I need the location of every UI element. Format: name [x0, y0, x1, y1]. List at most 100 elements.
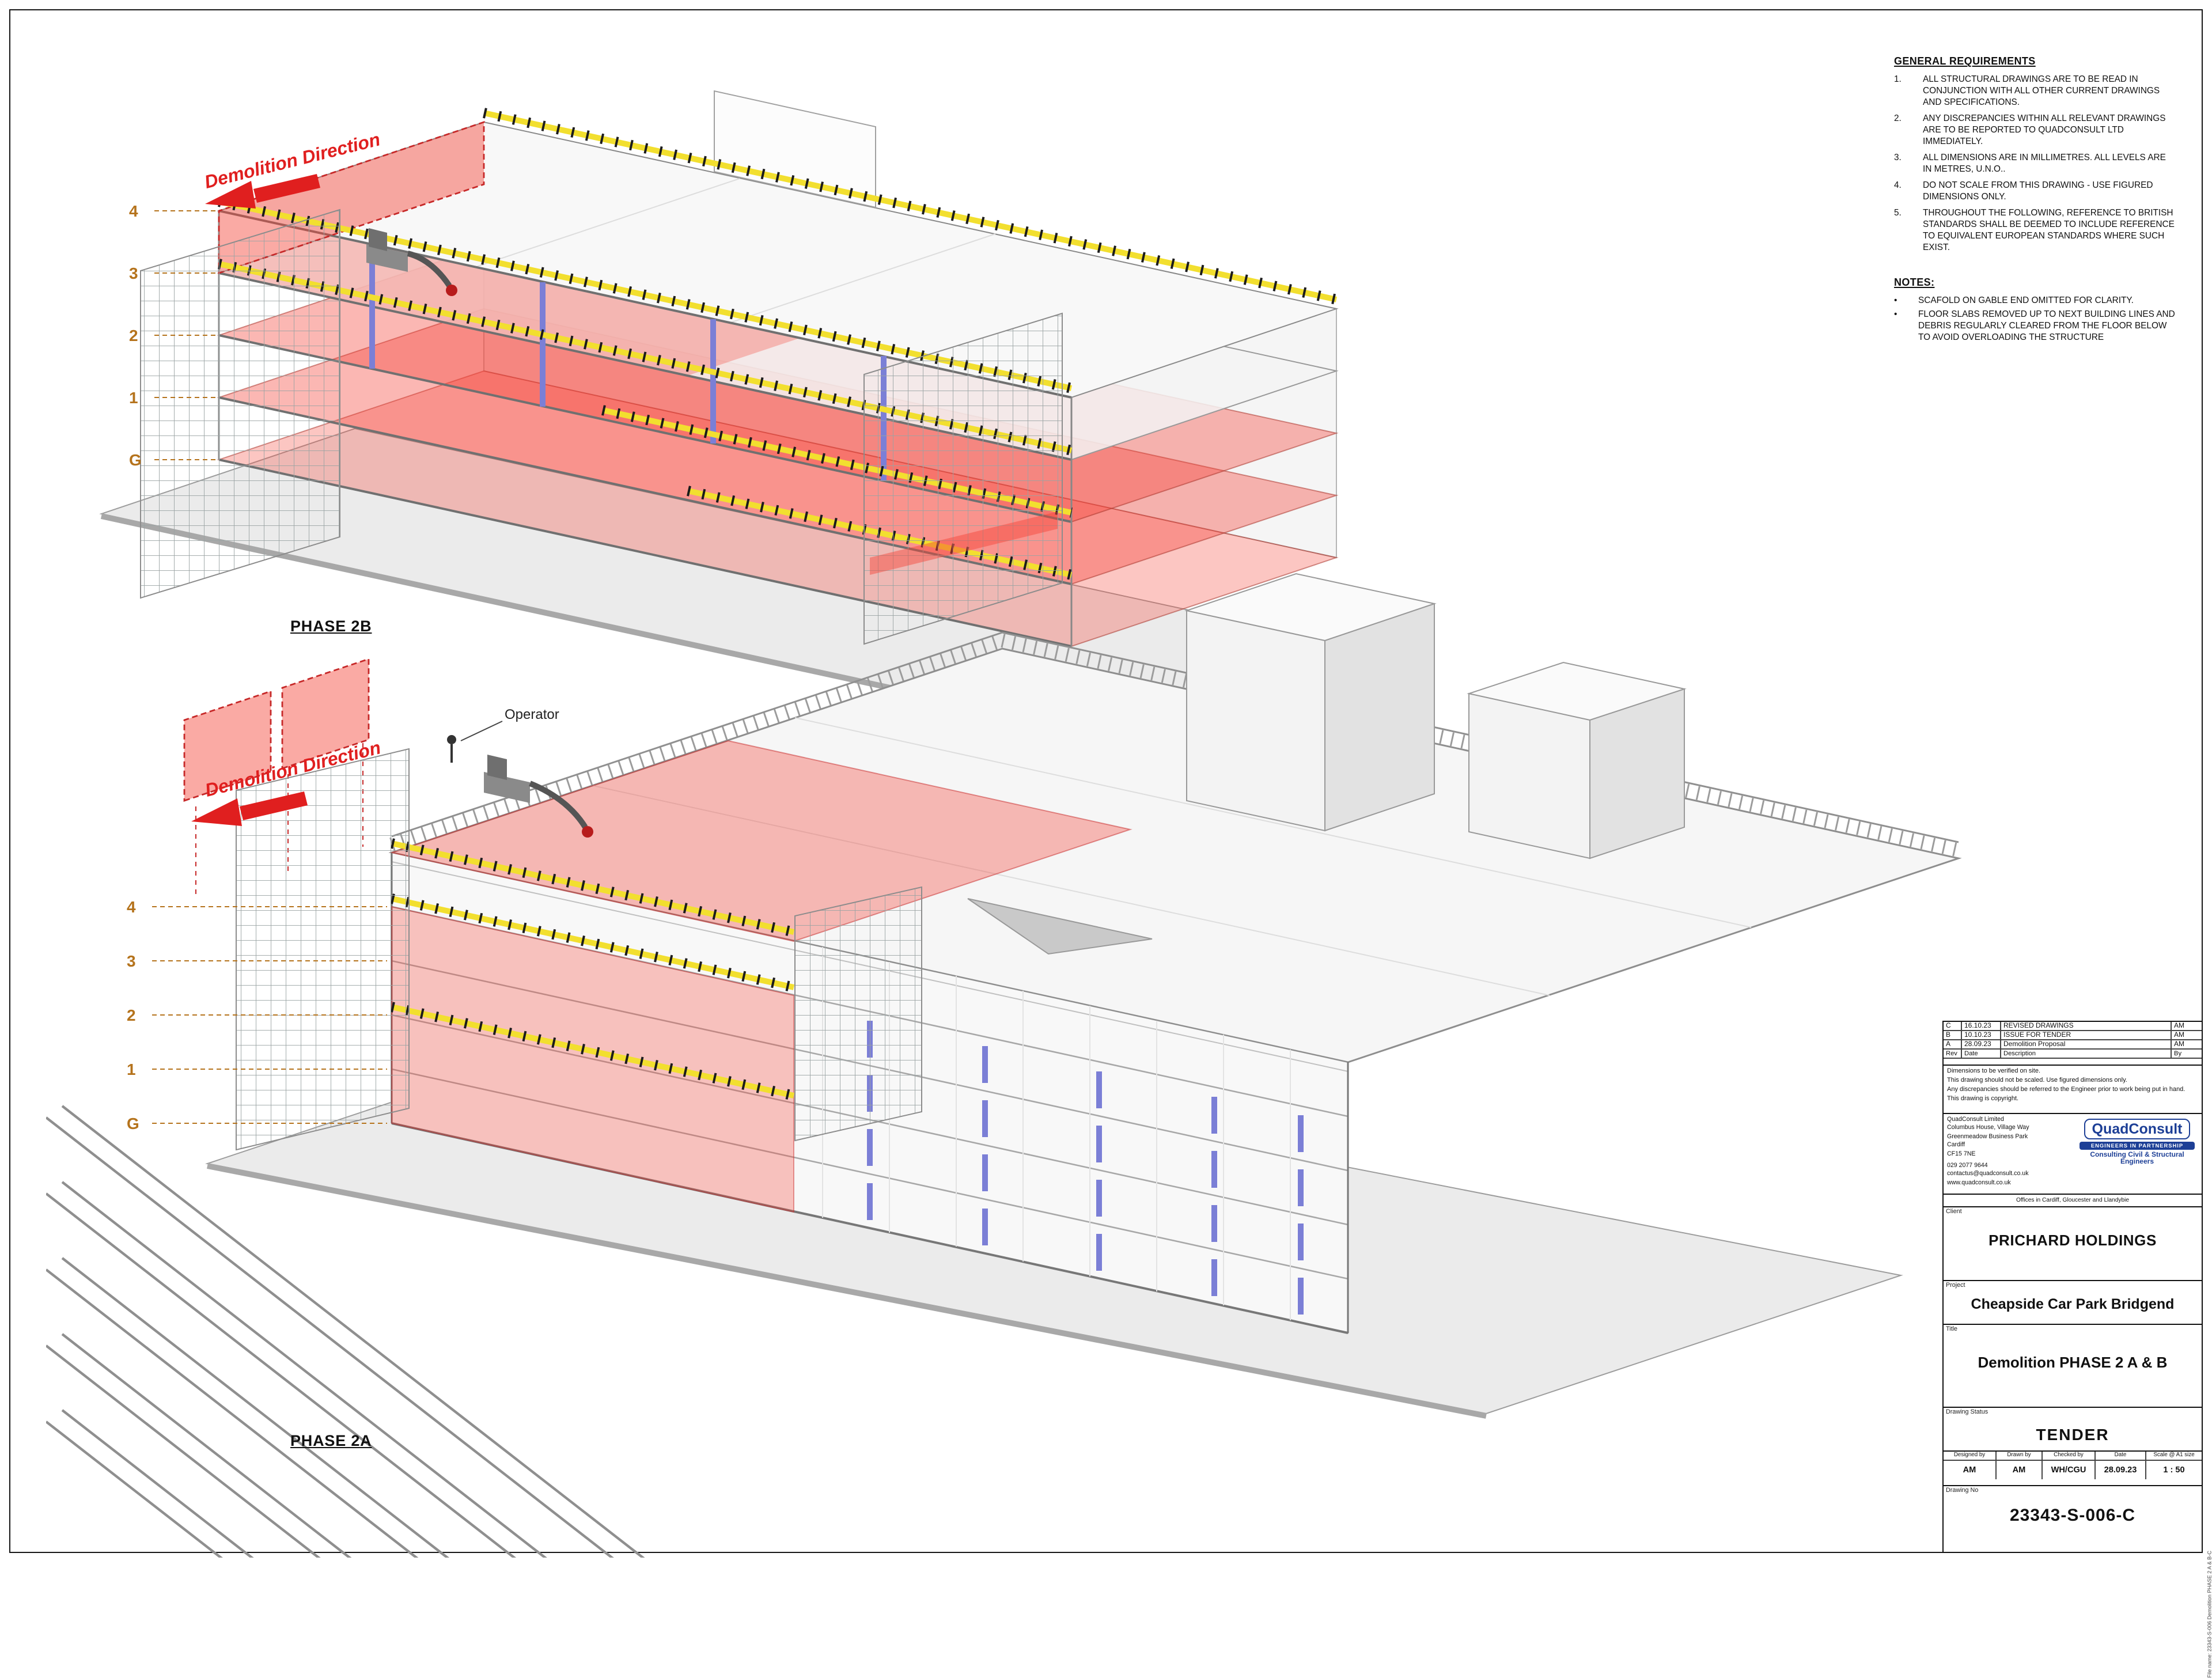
company-block: QuadConsult Limited Columbus House, Vill… — [1944, 1114, 2202, 1195]
phase-2a-view: Operator Demolition Direction 4 3 2 1 G — [46, 573, 1962, 1558]
meta-value: AM — [1997, 1461, 2043, 1479]
demolition-arrowhead — [205, 181, 256, 209]
level-markers-2b: 4 3 2 1 G — [129, 202, 215, 469]
drawing-number: 23343-S-006-C — [2009, 1506, 2136, 1525]
car-park-deck — [388, 647, 1962, 1063]
operator-annotation: Operator — [447, 707, 559, 763]
drawing-no-section: Drawing No 23343-S-006-C — [1944, 1486, 2202, 1552]
meta-section: Designed by Drawn by Checked by Date Sca… — [1944, 1452, 2202, 1486]
level-label: 4 — [129, 202, 138, 220]
company-address: QuadConsult Limited Columbus House, Vill… — [1944, 1114, 2073, 1194]
email-line: contactus@quadconsult.co.uk — [1947, 1171, 2029, 1178]
file-name-edge-note: File name: 23343-S-006 Demolition PHASE … — [2206, 1551, 2212, 1678]
level-label: 2 — [129, 327, 138, 344]
address-line: Cardiff — [1947, 1142, 1965, 1149]
rev-cell: Demolition Proposal — [2001, 1040, 2172, 1050]
offices-line: Offices in Cardiff, Gloucester and Lland… — [1944, 1195, 2202, 1207]
address-line: CF15 7NE — [1947, 1150, 1976, 1158]
meta-header: Drawn by — [1997, 1452, 2043, 1461]
rev-header-cell: Description — [2001, 1050, 2172, 1059]
phone-line: 029 2077 9644 — [1947, 1162, 1988, 1170]
meta-value: 1 : 50 — [2163, 1464, 2185, 1475]
quadconsult-logo: QuadConsult — [2084, 1119, 2191, 1139]
rev-cell: 28.09.23 — [1962, 1040, 2001, 1050]
revision-table: C 16.10.23 REVISED DRAWINGS AM B 10.10.2… — [1944, 1022, 2202, 1066]
scaffold-2b — [140, 209, 1063, 645]
rev-cell: AM — [2172, 1031, 2202, 1040]
disclaimer-line: Dimensions to be verified on site. — [1947, 1068, 2041, 1075]
note-item: •SCAFOLD ON GABLE END OMITTED FOR CLARIT… — [1894, 295, 2134, 305]
note-item: •FLOOR SLABS REMOVED UP TO NEXT BUILDING… — [1894, 309, 2175, 343]
rev-cell: A — [1944, 1040, 1962, 1050]
operator-label: Operator — [505, 707, 559, 722]
level-label: 1 — [129, 389, 138, 407]
demolition-arrow — [253, 174, 320, 203]
meta-header: Scale @ A1 size — [2146, 1452, 2202, 1461]
meta-header: Checked by — [2043, 1452, 2096, 1461]
client-section: Client PRICHARD HOLDINGS — [1944, 1207, 2202, 1281]
general-requirements: GENERAL REQUIREMENTS 1.ALL STRUCTURAL DR… — [1894, 55, 2175, 257]
level-markers-2a: 4 3 2 1 G — [127, 898, 387, 1132]
scaffold-2a — [236, 748, 922, 1151]
phase-2b-view: Demolition Direction 4 3 2 1 G — [99, 90, 1373, 740]
phase-2a-label: PHASE 2A — [290, 1432, 372, 1449]
level-label: 2 — [127, 1006, 136, 1024]
meta-value: WH/CGU — [2043, 1461, 2096, 1479]
rev-header-cell: By — [2172, 1050, 2202, 1059]
rev-cell: 16.10.23 — [1962, 1022, 2001, 1031]
company-logo: QuadConsult ENGINEERS IN PARTNERSHIP Con… — [2073, 1114, 2202, 1194]
project-label: Project — [1946, 1282, 1965, 1289]
logo-tagline: Consulting Civil & Structural Engineers — [2090, 1152, 2184, 1166]
title-section: Title Demolition PHASE 2 A & B — [1944, 1325, 2202, 1408]
meta-header: Designed by — [1944, 1452, 1997, 1461]
notes-title: NOTES: — [1894, 276, 1935, 288]
phase-2b-label: PHASE 2B — [290, 618, 372, 635]
rev-header-cell: Date — [1962, 1050, 2001, 1059]
requirement-item: 2.ANY DISCREPANCIES WITHIN ALL RELEVANT … — [1894, 112, 2166, 147]
meta-value: AM — [1944, 1461, 1997, 1479]
excavator-2a — [484, 755, 593, 838]
demolition-arrowhead — [191, 798, 242, 826]
sheet-border — [9, 9, 2203, 1553]
meta-value: 28.09.23 — [2096, 1461, 2146, 1479]
drawing-sheet: Demolition Direction 4 3 2 1 G — [9, 9, 2212, 1678]
title-block: C 16.10.23 REVISED DRAWINGS AM B 10.10.2… — [1942, 1021, 2203, 1553]
requirement-item: 1.ALL STRUCTURAL DRAWINGS ARE TO BE READ… — [1894, 74, 2160, 108]
rev-cell: 10.10.23 — [1962, 1031, 2001, 1040]
demolition-zone-2a — [183, 658, 1132, 1213]
rev-cell: B — [1944, 1031, 1962, 1040]
columns-2a — [867, 1021, 1304, 1315]
level-label: 3 — [127, 952, 136, 970]
notes-block: NOTES: •SCAFOLD ON GABLE END OMITTED FOR… — [1894, 276, 2175, 346]
level-label: G — [127, 1115, 139, 1132]
stair-core-towers — [1184, 573, 1687, 859]
disclaimer-line: This drawing is copyright. — [1947, 1095, 2019, 1103]
rev-header-cell: Rev — [1944, 1050, 1962, 1059]
project-section: Project Cheapside Car Park Bridgend — [1944, 1281, 2202, 1325]
project-name: Cheapside Car Park Bridgend — [1971, 1296, 2175, 1312]
level-label: 3 — [129, 264, 138, 282]
title-label: Title — [1946, 1326, 1957, 1333]
client-name: PRICHARD HOLDINGS — [1988, 1232, 2157, 1249]
requirement-item: 3.ALL DIMENSIONS ARE IN MILLIMETRES. ALL… — [1894, 151, 2166, 175]
status-section: Drawing Status TENDER — [1944, 1408, 2202, 1452]
level-label: G — [129, 451, 142, 469]
client-label: Client — [1946, 1209, 1962, 1215]
rev-cell: ISSUE FOR TENDER — [2001, 1031, 2172, 1040]
general-requirements-title: GENERAL REQUIREMENTS — [1894, 55, 2036, 67]
disclaimer: Dimensions to be verified on site. This … — [1944, 1066, 2202, 1114]
requirement-item: 5.THROUGHOUT THE FOLLOWING, REFERENCE TO… — [1894, 207, 2175, 253]
rev-cell: AM — [2172, 1022, 2202, 1031]
status-label: Drawing Status — [1946, 1409, 1988, 1416]
disclaimer-line: Any discrepancies should be referred to … — [1947, 1086, 2186, 1093]
drawing-title: Demolition PHASE 2 A & B — [1978, 1354, 2168, 1371]
demolition-arrow — [240, 791, 308, 820]
address-line: Columbus House, Village Way — [1947, 1124, 2029, 1132]
disclaimer-line: This drawing should not be scaled. Use f… — [1947, 1077, 2127, 1084]
address-line: Greenmeadow Business Park — [1947, 1133, 2028, 1141]
meta-header: Date — [2096, 1452, 2146, 1461]
requirement-item: 4.DO NOT SCALE FROM THIS DRAWING - USE F… — [1894, 179, 2153, 202]
level-label: 4 — [127, 898, 136, 916]
drawing-status: TENDER — [2036, 1425, 2109, 1444]
rev-cell: REVISED DRAWINGS — [2001, 1022, 2172, 1031]
